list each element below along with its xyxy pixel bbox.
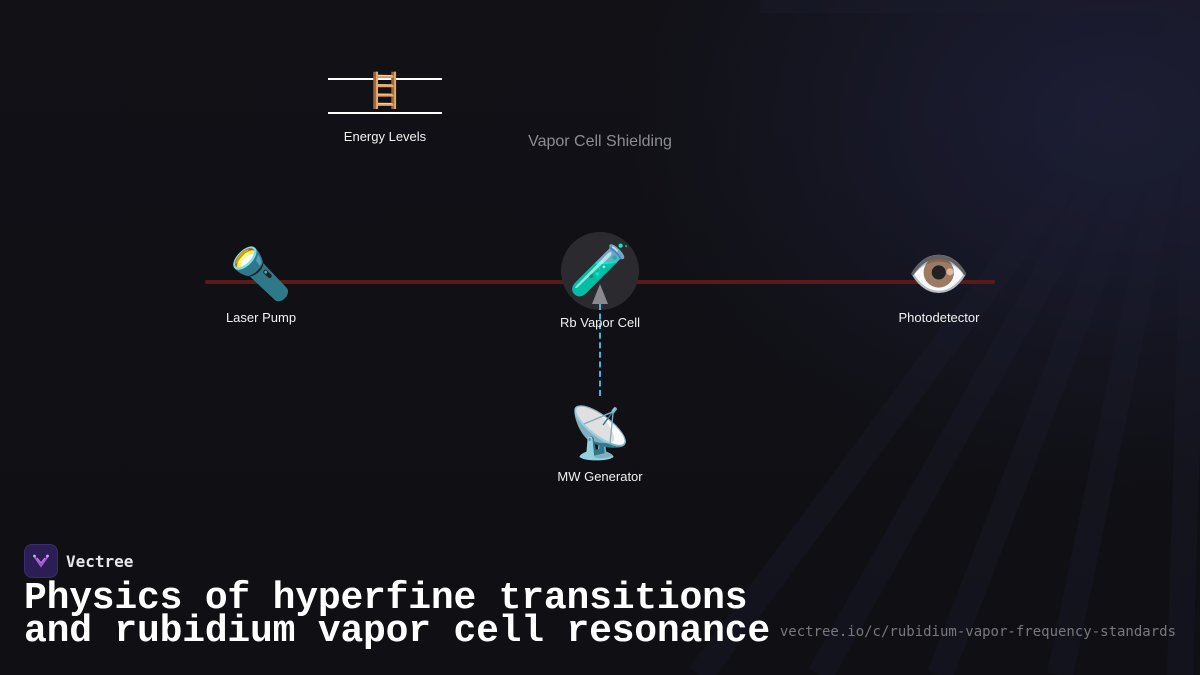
photodetector-label: Photodetector bbox=[898, 310, 980, 325]
microwave-arrow-head bbox=[592, 284, 608, 304]
brand-name: Vectree bbox=[66, 551, 134, 571]
test-tube-icon: 🧪 bbox=[568, 241, 632, 299]
laser-pump-label: Laser Pump bbox=[225, 310, 297, 325]
photodetector-node: 👁️ Photodetector bbox=[859, 244, 1019, 325]
ladder-icon: 🪜 bbox=[363, 71, 407, 111]
upper-energy-level bbox=[328, 78, 442, 80]
energy-levels-label: Energy Levels bbox=[343, 129, 427, 144]
mw-generator-label: MW Generator bbox=[557, 469, 643, 484]
title-line-2: and rubidium vapor cell resonance bbox=[24, 610, 770, 653]
microwave-link bbox=[599, 304, 601, 396]
flashlight-icon: 🔦 bbox=[229, 245, 293, 303]
title-line-1: Physics of hyperfine transitions bbox=[24, 577, 748, 620]
eye-icon: 👁️ bbox=[907, 245, 971, 303]
source-url: vectree.io/c/rubidium-vapor-frequency-st… bbox=[779, 624, 1176, 640]
laser-pump-node: 🔦 Laser Pump bbox=[181, 244, 341, 325]
vapor-cell-label: Rb Vapor Cell bbox=[560, 315, 640, 330]
vectree-logo-icon bbox=[24, 544, 58, 578]
mw-generator-node: 📡 MW Generator bbox=[520, 403, 680, 484]
page-title: Physics of hyperfine transitions and rub… bbox=[24, 577, 784, 653]
vapor-cell-node: 🧪 Rb Vapor Cell bbox=[520, 240, 680, 330]
brand: Vectree bbox=[24, 544, 133, 578]
vapor-cell-shielding-label: Vapor Cell Shielding bbox=[528, 133, 672, 150]
satellite-dish-icon: 📡 bbox=[568, 404, 632, 462]
lower-energy-level bbox=[328, 112, 442, 114]
